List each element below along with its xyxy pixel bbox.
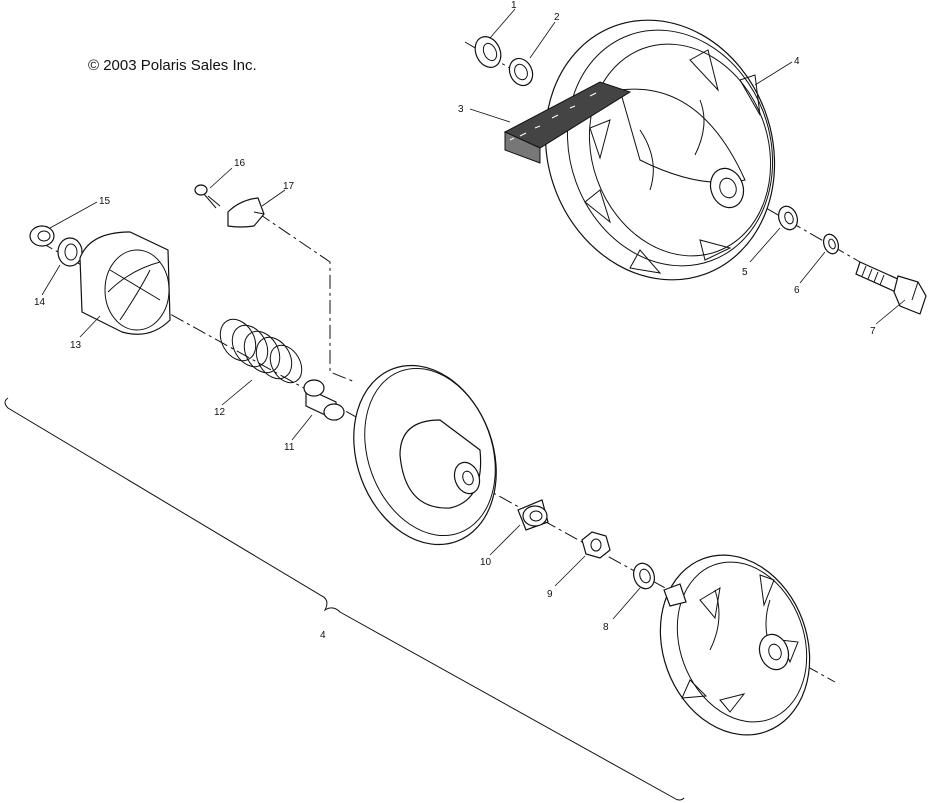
part-2-ring	[508, 57, 534, 87]
callout-13: 13	[70, 340, 82, 351]
callout-9: 9	[547, 589, 553, 600]
driven-stationary-sheave	[659, 554, 811, 736]
part-15-snap-ring	[29, 225, 55, 247]
callout-5: 5	[742, 267, 748, 278]
part-7-bolt	[855, 261, 927, 315]
callout-14: 14	[34, 297, 46, 308]
part-9-nut	[581, 531, 611, 559]
callout-7: 7	[870, 326, 876, 337]
part-17-weight	[227, 197, 265, 228]
part-10-bushing	[517, 499, 549, 531]
part-13-cam	[79, 231, 171, 335]
part-4-sheave	[544, 19, 776, 281]
callout-15: 15	[99, 196, 111, 207]
callout-1: 1	[511, 0, 517, 11]
leader-lines	[41, 8, 906, 620]
assembly-bracket	[4, 397, 685, 801]
part-16-screw	[194, 184, 221, 209]
callout-10: 10	[480, 557, 492, 568]
callout-8: 8	[603, 622, 609, 633]
callout-16: 16	[234, 158, 246, 169]
part-5-washer	[777, 205, 799, 231]
driven-moveable-sheave	[353, 364, 497, 546]
part-8-washer	[633, 562, 655, 590]
callouts: 1 2 3 4 5 6 7 8 9 10 11 12 13 14 15 16 1…	[34, 0, 876, 641]
copyright-notice: © 2003 Polaris Sales Inc.	[88, 57, 257, 74]
callout-4-top: 4	[794, 56, 800, 67]
part-1-washer	[474, 36, 502, 68]
part-14-washer	[57, 237, 83, 267]
callout-12: 12	[214, 407, 226, 418]
callout-2: 2	[554, 12, 560, 23]
part-6-lock-washer	[822, 233, 840, 255]
part-3-wear-block	[503, 81, 632, 164]
part-11-bushing	[303, 379, 345, 421]
part-12-spring	[219, 318, 303, 384]
callout-3: 3	[458, 104, 464, 115]
callout-4-bracket: 4	[320, 630, 326, 641]
callout-11: 11	[284, 442, 295, 453]
callout-6: 6	[794, 285, 800, 296]
callout-17: 17	[283, 181, 295, 192]
